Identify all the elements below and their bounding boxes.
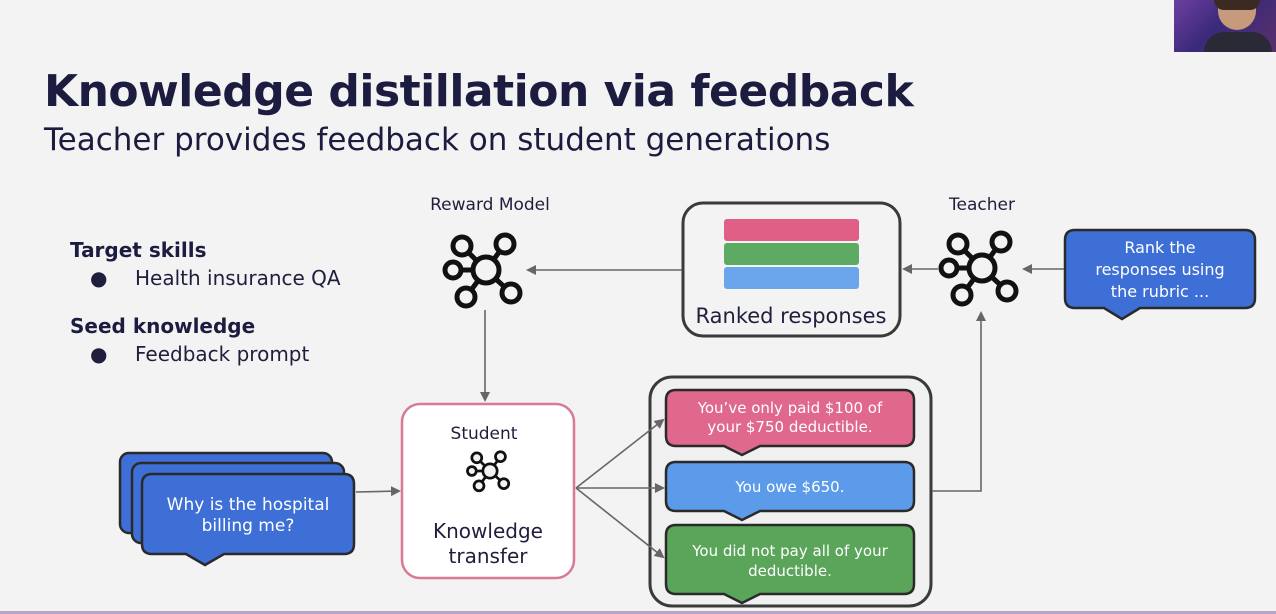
seed-knowledge-label: Feedback prompt [135, 342, 310, 366]
slide-subtitle: Teacher provides feedback on student gen… [44, 122, 831, 158]
response-line: You did not pay all of your [691, 542, 888, 560]
bullet-icon: ● [90, 266, 108, 290]
ranked-responses-label: Ranked responses [696, 304, 887, 328]
student-box: Student Knowledge transfer [400, 402, 576, 580]
arrow-student-to-response-3 [575, 487, 665, 559]
response-line: You’ve only paid $100 of [697, 399, 883, 417]
seed-knowledge-heading: Seed knowledge [70, 314, 256, 338]
bullet-icon: ● [90, 342, 108, 366]
teacher-label: Teacher [948, 195, 1015, 215]
teacher-network-icon [941, 233, 1016, 304]
ranked-bar-top [724, 219, 859, 241]
target-skill-label: Health insurance QA [135, 266, 341, 290]
question-bubble-front [140, 472, 356, 567]
slide-bottom-rule [0, 611, 1276, 614]
ranked-bar-middle [724, 243, 859, 265]
teacher-prompt-line: responses using [1095, 260, 1224, 279]
response-bubble-blue: You owe $650. [664, 460, 916, 522]
question-line: Why is the hospital [167, 495, 330, 515]
teacher-prompt-line: the rubric ... [1111, 282, 1209, 301]
student-caption-line: transfer [449, 544, 529, 568]
response-line: deductible. [748, 562, 832, 580]
target-skill-item: ● Health insurance QA [70, 266, 341, 294]
student-label: Student [451, 424, 518, 444]
reward-model-label: Reward Model [430, 195, 550, 215]
slide-title: Knowledge distillation via feedback [44, 66, 914, 117]
arrow-responses-to-teacher [932, 311, 986, 492]
teacher-prompt-bubble: Rank the responses using the rubric ... [1063, 228, 1257, 321]
arrow-question-to-student [355, 486, 401, 497]
question-line: billing me? [202, 516, 295, 536]
webcam-thumbnail [1174, 0, 1276, 52]
response-bubble-pink: You’ve only paid $100 of your $750 deduc… [664, 388, 916, 457]
question-bubble-stack: Why is the hospital billing me? [118, 451, 356, 567]
ranked-responses-box: Ranked responses [681, 201, 902, 338]
skills-panel: Target skills ● Health insurance QA Seed… [70, 238, 341, 370]
reward-model-network-icon [445, 235, 520, 306]
flow-arrows [355, 264, 1064, 559]
webcam-person-hair [1214, 0, 1260, 10]
seed-knowledge-item: ● Feedback prompt [70, 342, 341, 370]
response-line: You owe $650. [734, 478, 844, 496]
target-skills-heading: Target skills [70, 238, 207, 262]
webcam-person-body [1204, 32, 1272, 52]
teacher-prompt-line: Rank the [1124, 238, 1195, 257]
response-bubble-green: You did not pay all of your deductible. [664, 523, 916, 605]
ranked-bar-bottom [724, 267, 859, 289]
student-caption-line: Knowledge [433, 519, 543, 543]
response-line: your $750 deductible. [707, 418, 872, 436]
arrow-student-to-response-1 [575, 418, 665, 489]
